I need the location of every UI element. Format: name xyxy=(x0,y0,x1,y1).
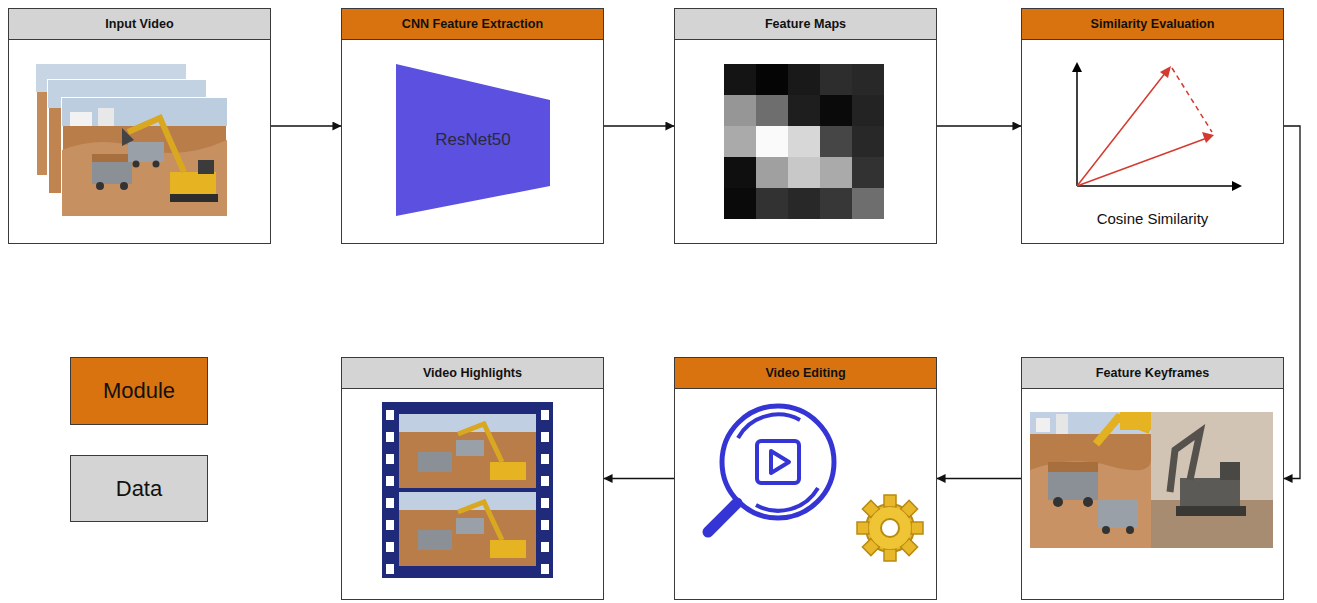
keyframe-images xyxy=(1030,412,1273,548)
cnn-trapezoid: ResNet50 xyxy=(396,64,550,216)
legend-swatch: Module xyxy=(70,357,208,425)
model-label: ResNet50 xyxy=(396,64,550,216)
flow-arrow xyxy=(937,478,1021,479)
panel-header: Video Highlights xyxy=(342,358,603,389)
stage-panel: Input Video xyxy=(8,8,271,244)
panel-header: CNN Feature Extraction xyxy=(342,9,603,40)
flow-arrow xyxy=(1284,126,1300,479)
video-edit-icon xyxy=(708,406,923,561)
video-frames xyxy=(36,64,227,216)
flow-arrow xyxy=(271,125,341,126)
panel-header: Video Editing xyxy=(675,358,936,389)
panel-caption: Cosine Similarity xyxy=(1022,210,1283,227)
legend-text: Module xyxy=(103,378,175,404)
flow-arrow xyxy=(604,478,674,479)
stage-panel: Video Editing xyxy=(674,357,937,600)
flow-arrow xyxy=(937,125,1021,126)
legend-swatch: Data xyxy=(70,455,208,522)
cosine-plot xyxy=(1072,62,1242,191)
panel-header: Feature Keyframes xyxy=(1022,358,1283,389)
feature-map-grid xyxy=(724,64,884,219)
stage-panel: Feature Keyframes xyxy=(1021,357,1284,600)
panel-header: Input Video xyxy=(9,9,270,40)
stage-panel: Similarity EvaluationCosine Similarity xyxy=(1021,8,1284,244)
stage-panel: Feature Maps xyxy=(674,8,937,244)
stage-panel: Video Highlights xyxy=(341,357,604,600)
panel-header: Feature Maps xyxy=(675,9,936,40)
panel-header: Similarity Evaluation xyxy=(1022,9,1283,40)
flow-arrow xyxy=(604,125,674,126)
stage-panel: CNN Feature ExtractionResNet50 xyxy=(341,8,604,244)
film-strip xyxy=(382,402,553,578)
legend-text: Data xyxy=(116,476,162,502)
